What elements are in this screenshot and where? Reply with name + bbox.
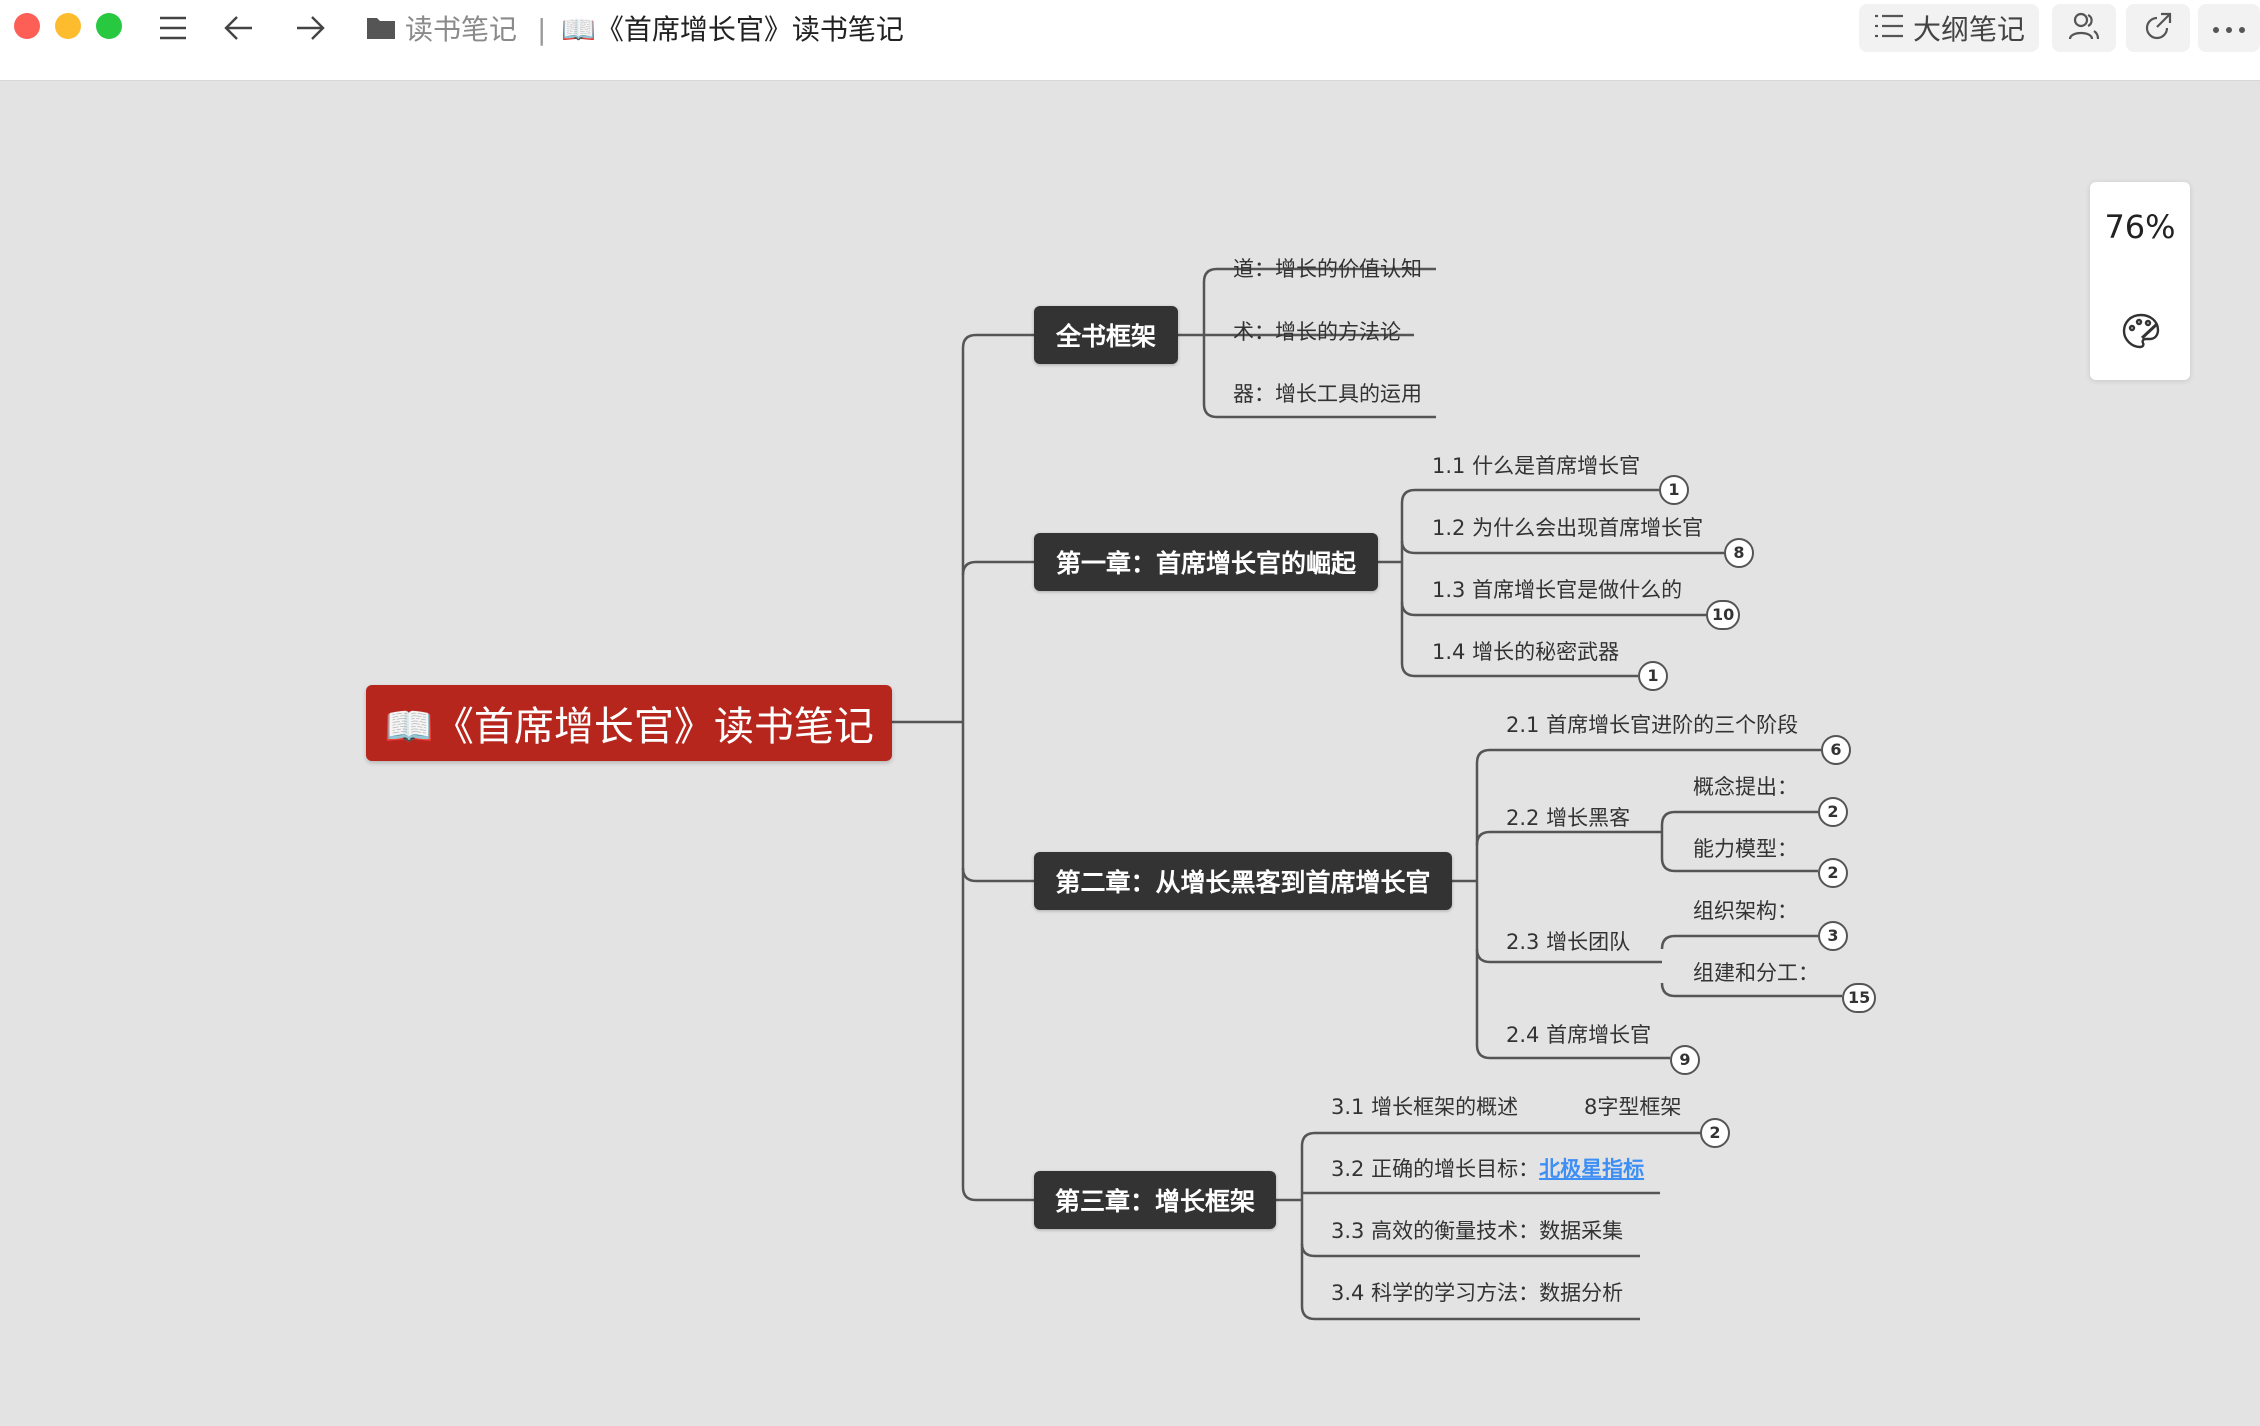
- note-count-badge[interactable]: 3: [1818, 921, 1848, 951]
- subtopic-3-3[interactable]: 3.3 高效的衡量技术：数据采集: [1331, 1219, 1624, 1243]
- topic-chapter-3[interactable]: 第三章：增长框架: [1034, 1171, 1276, 1229]
- share-users-icon: [2067, 11, 2101, 45]
- title-bar: 读书笔记 | 📖《首席增长官》读书笔记 大纲笔记: [0, 0, 2260, 81]
- subtopic-dao[interactable]: 道：增长的价值认知: [1233, 257, 1422, 281]
- outline-notes-label: 大纲笔记: [1912, 13, 2025, 46]
- subtopic-2-4[interactable]: 2.4 首席增长官: [1506, 1023, 1652, 1047]
- subtopic-1-2[interactable]: 1.2 为什么会出现首席增长官: [1432, 516, 1704, 540]
- export-button[interactable]: [2126, 4, 2190, 52]
- subtopic-qi[interactable]: 器：增长工具的运用: [1233, 382, 1422, 406]
- more-icon: [2212, 19, 2246, 38]
- subtopic-1-1[interactable]: 1.1 什么是首席增长官: [1432, 454, 1641, 478]
- root-topic[interactable]: 📖《首席增长官》读书笔记: [366, 685, 892, 761]
- subtopic-1-3[interactable]: 1.3 首席增长官是做什么的: [1432, 578, 1683, 602]
- note-count-badge[interactable]: 1: [1638, 661, 1668, 691]
- export-icon: [2143, 11, 2173, 45]
- subtopic-3-2-text: 3.2 正确的增长目标：: [1331, 1157, 1540, 1181]
- note-count-badge[interactable]: 8: [1724, 538, 1754, 568]
- zoom-panel: 76%: [2090, 182, 2190, 380]
- subtopic-2-2[interactable]: 2.2 增长黑客: [1506, 806, 1631, 830]
- subtopic-3-1-label[interactable]: 8字型框架: [1584, 1095, 1682, 1119]
- subtopic-2-3-team[interactable]: 组建和分工：: [1693, 961, 1819, 985]
- folder-icon: [359, 6, 403, 50]
- note-count-badge[interactable]: 2: [1818, 858, 1848, 888]
- note-count-badge[interactable]: 9: [1670, 1045, 1700, 1075]
- outline-notes-button[interactable]: 大纲笔记: [1859, 4, 2039, 52]
- breadcrumb-folder[interactable]: 读书笔记: [405, 13, 518, 46]
- minimize-window-button[interactable]: [55, 13, 81, 39]
- note-count-badge[interactable]: 10: [1706, 600, 1741, 630]
- zoom-level[interactable]: 76%: [2104, 208, 2176, 246]
- subtopic-3-2[interactable]: 3.2 正确的增长目标：北极星指标: [1331, 1154, 1644, 1184]
- subtopic-2-3-org[interactable]: 组织架构：: [1693, 899, 1798, 923]
- more-button[interactable]: [2198, 4, 2260, 52]
- subtopic-shu[interactable]: 术：增长的方法论: [1233, 320, 1401, 344]
- menu-icon[interactable]: [151, 6, 195, 50]
- share-button[interactable]: [2052, 4, 2116, 52]
- subtopic-2-2-ability[interactable]: 能力模型：: [1693, 837, 1798, 861]
- close-window-button[interactable]: [14, 13, 40, 39]
- subtopic-3-1[interactable]: 3.1 增长框架的概述: [1331, 1095, 1519, 1119]
- note-count-badge[interactable]: 2: [1818, 797, 1848, 827]
- forward-arrow-icon[interactable]: [289, 6, 333, 50]
- back-arrow-icon[interactable]: [216, 6, 260, 50]
- breadcrumb-document[interactable]: 📖《首席增长官》读书笔记: [561, 13, 904, 46]
- maximize-window-button[interactable]: [96, 13, 122, 39]
- note-count-badge[interactable]: 1: [1659, 475, 1689, 505]
- topic-chapter-1[interactable]: 第一章：首席增长官的崛起: [1034, 533, 1378, 591]
- subtopic-1-4[interactable]: 1.4 增长的秘密武器: [1432, 640, 1620, 664]
- subtopic-2-1[interactable]: 2.1 首席增长官进阶的三个阶段: [1506, 713, 1799, 737]
- north-star-link[interactable]: 北极星指标: [1539, 1157, 1645, 1181]
- subtopic-2-3[interactable]: 2.3 增长团队: [1506, 930, 1631, 954]
- topic-chapter-2[interactable]: 第二章：从增长黑客到首席增长官: [1034, 852, 1452, 910]
- topic-book-framework[interactable]: 全书框架: [1034, 306, 1178, 364]
- breadcrumb-separator: |: [537, 13, 547, 46]
- note-count-badge[interactable]: 2: [1700, 1118, 1730, 1148]
- note-count-badge[interactable]: 15: [1842, 983, 1877, 1013]
- subtopic-3-4[interactable]: 3.4 科学的学习方法：数据分析: [1331, 1281, 1624, 1305]
- palette-icon[interactable]: [2121, 312, 2161, 354]
- list-icon: [1873, 12, 1905, 44]
- subtopic-2-2-concept[interactable]: 概念提出：: [1693, 775, 1798, 799]
- note-count-badge[interactable]: 6: [1821, 735, 1851, 765]
